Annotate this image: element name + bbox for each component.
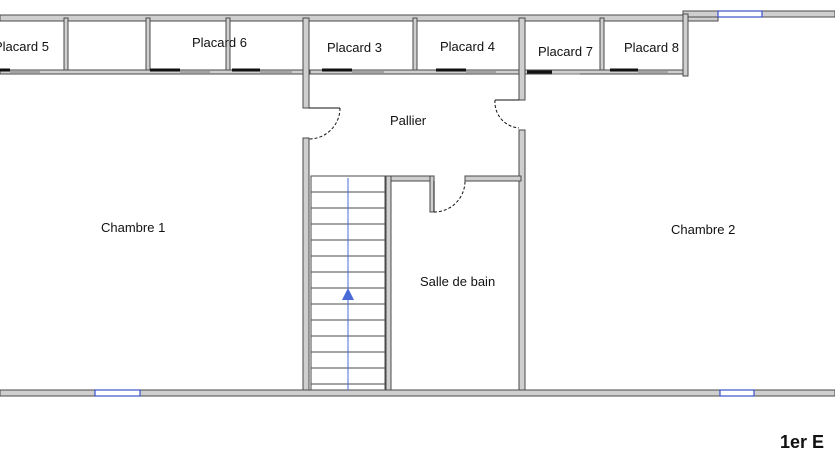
wall-part-3 <box>225 17 231 71</box>
floor-title: 1er E <box>780 432 825 452</box>
wall-bath-top-left <box>385 175 435 182</box>
wall-part-6 <box>518 17 526 101</box>
door-chambre2-arc <box>494 99 520 129</box>
arrow-up-icon <box>342 288 354 300</box>
label-salle-de-bain: Salle de bain <box>420 274 496 289</box>
label-placard3: Placard 3 <box>327 40 382 55</box>
label-placard6: Placard 6 <box>192 35 247 50</box>
wall-part-5 <box>412 17 418 71</box>
wall-stair-left <box>302 137 310 395</box>
closet-door-tracks <box>10 71 668 75</box>
walls <box>0 10 835 397</box>
wall-bottom-1 <box>0 389 96 397</box>
wall-part-2 <box>145 17 151 71</box>
label-chambre2: Chambre 2 <box>671 222 736 237</box>
wall-top-right <box>761 10 835 18</box>
door-chambre1-arc <box>308 107 341 140</box>
windows <box>94 10 763 397</box>
stair-arrow <box>342 178 354 390</box>
label-pallier: Pallier <box>390 113 427 128</box>
wall-bath-left <box>385 175 392 395</box>
window-bottom-right <box>719 389 755 397</box>
label-placard8: Placard 8 <box>624 40 679 55</box>
room-doors <box>308 99 520 213</box>
window-top-right <box>717 10 763 18</box>
window-bottom-left <box>94 389 141 397</box>
wall-part-8 <box>682 13 689 77</box>
wall-bottom-2 <box>139 389 721 397</box>
closet-doors <box>0 68 638 74</box>
wall-part-1 <box>63 17 69 71</box>
wall-bath-door-jamb <box>429 175 435 213</box>
label-chambre1: Chambre 1 <box>101 220 166 235</box>
wall-bottom-3 <box>753 389 835 397</box>
wall-part-4 <box>302 17 310 109</box>
wall-bath-top-right <box>464 175 522 182</box>
label-placard5: Placard 5 <box>0 39 49 54</box>
label-placard4: Placard 4 <box>440 39 495 54</box>
wall-top-left <box>0 14 719 22</box>
label-placard7: Placard 7 <box>538 44 593 59</box>
wall-landing-right <box>518 129 526 395</box>
door-bath-arc <box>433 180 466 213</box>
wall-part-7 <box>599 17 605 71</box>
